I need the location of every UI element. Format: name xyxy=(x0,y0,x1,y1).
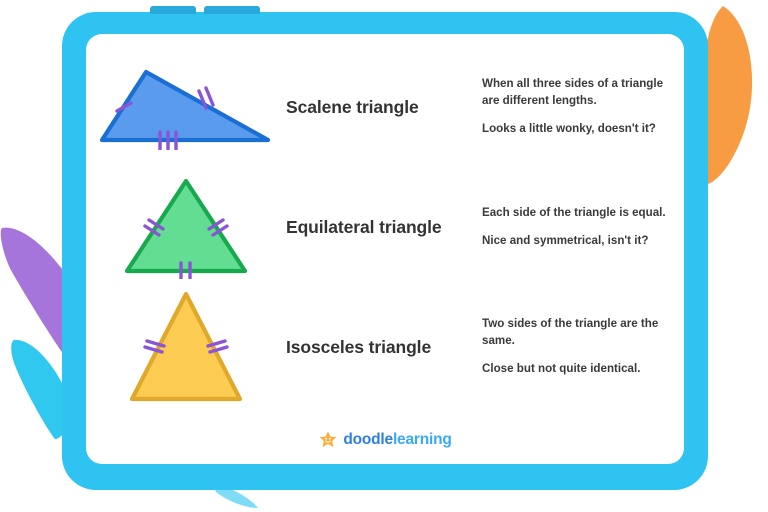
logo-text-doodle: doodle xyxy=(343,431,393,448)
tablet-button-volume-down[interactable] xyxy=(204,6,260,14)
equilateral-description-line-2: Nice and symmetrical, isn't it? xyxy=(482,234,649,247)
doodle-learning-logo[interactable]: doodlelearning xyxy=(86,430,684,450)
equilateral-triangle-figure xyxy=(86,168,286,286)
tablet-device: Scalene triangle When all three sides of… xyxy=(62,6,708,490)
logo-wordmark: doodlelearning xyxy=(343,431,452,449)
isosceles-triangle-description: Two sides of the triangle are the same. … xyxy=(482,316,684,377)
scalene-tick-right xyxy=(197,86,215,110)
scalene-triangle-label: Scalene triangle xyxy=(286,96,419,117)
triangle-row-equilateral: Equilateral triangle Each side of the tr… xyxy=(86,168,684,286)
isosceles-triangle-shape xyxy=(129,291,243,402)
equilateral-description-line-1: Each side of the triangle is equal. xyxy=(482,205,666,219)
isosceles-description-line-1: Two sides of the triangle are the same. xyxy=(482,317,659,347)
scalene-triangle-figure xyxy=(86,48,286,166)
scalene-tick-left xyxy=(115,101,133,113)
star-face-icon xyxy=(320,431,337,447)
scalene-description-line-2: Looks a little wonky, doesn't it? xyxy=(482,122,656,136)
tablet-button-volume-up[interactable] xyxy=(150,6,196,14)
scalene-tick-base xyxy=(158,130,178,150)
triangle-row-scalene: Scalene triangle When all three sides of… xyxy=(86,48,684,166)
isosceles-triangle-figure xyxy=(86,288,286,406)
equilateral-triangle-label: Equilateral triangle xyxy=(286,216,442,237)
triangle-row-isosceles: Isosceles triangle Two sides of the tria… xyxy=(86,288,684,406)
equilateral-tick-right xyxy=(207,218,229,237)
logo-text-learning: learning xyxy=(392,431,452,448)
isosceles-description-line-2: Close but not quite identical. xyxy=(482,362,641,376)
isosceles-tick-left xyxy=(143,339,166,354)
scalene-description-line-1: When all three sides of a triangle are d… xyxy=(482,77,664,107)
scalene-triangle-description: When all three sides of a triangle are d… xyxy=(482,76,684,137)
tablet-screen: Scalene triangle When all three sides of… xyxy=(86,34,684,464)
equilateral-tick-left xyxy=(143,218,165,237)
isosceles-tick-right xyxy=(206,339,229,354)
equilateral-triangle-description: Each side of the triangle is equal. Nice… xyxy=(482,205,684,250)
isosceles-triangle-label: Isosceles triangle xyxy=(286,336,432,357)
equilateral-tick-base xyxy=(179,261,192,279)
tablet-side-buttons xyxy=(150,6,260,14)
